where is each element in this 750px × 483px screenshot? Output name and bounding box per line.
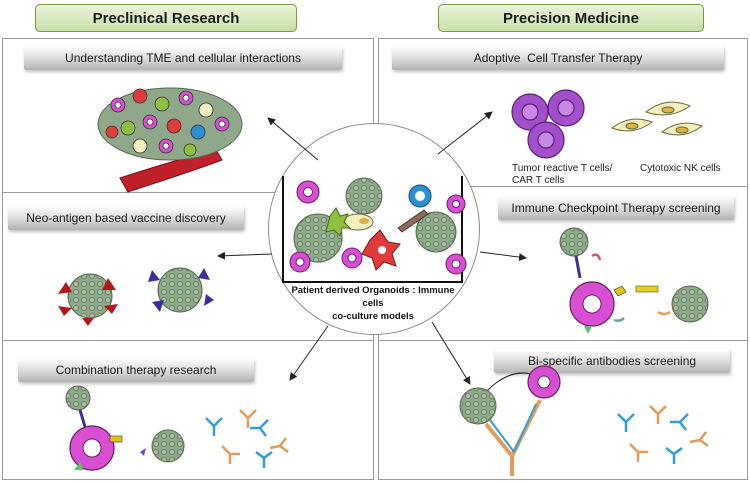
precision-medicine-header: Precision Medicine: [438, 4, 704, 32]
organoid: [559, 227, 589, 257]
neoantigen-illustration: [58, 267, 214, 326]
arrow-neoantigen: [217, 251, 273, 260]
tcell-caption-line2: CAR T cells: [512, 175, 565, 186]
arrow-tme: [267, 117, 319, 161]
arrows: [217, 111, 527, 385]
nk-caption: Cytotoxic NK cells: [640, 163, 721, 174]
center-caption-line1: Patient derived Organoids : Immune cells: [291, 285, 455, 309]
neoantigen-banner: Neo-antigen based vaccine discovery: [8, 206, 244, 230]
arrow-adoptive: [437, 111, 493, 155]
organoid: [151, 429, 185, 463]
tme-banner: Understanding TME and cellular interacti…: [24, 46, 342, 70]
center-caption-line2: co-culture models: [332, 311, 414, 322]
antibodies-right: [617, 405, 709, 464]
center-caption: Patient derived Organoids : Immune cells…: [288, 284, 458, 323]
adoptive-banner: Adoptive Cell Transfer Therapy: [392, 46, 724, 70]
organoid: [345, 177, 383, 215]
blue-antigen-triangles: [148, 268, 214, 312]
combination-banner: Combination therapy research: [18, 358, 254, 382]
organoid: [157, 267, 203, 313]
organoid: [415, 211, 457, 253]
combination-illustration: [65, 385, 185, 471]
organoid: [67, 273, 113, 319]
checkpoint-illustration: [559, 227, 709, 334]
organoid: [671, 285, 709, 323]
arrow-bispecific: [431, 321, 471, 385]
arrow-combination: [289, 325, 329, 381]
tcell-caption-line1: Tumor reactive T cells/: [512, 163, 613, 174]
adoptive-illustration: [511, 89, 704, 159]
checkpoint-banner: Immune Checkpoint Therapy screening: [498, 196, 734, 220]
organoid: [459, 387, 497, 425]
blood-vessel: [119, 147, 223, 193]
red-antigen-triangles: [58, 278, 118, 326]
coculture-well: [282, 176, 467, 283]
bispecific-illustration: [459, 365, 561, 476]
dendritic-cell: [325, 207, 352, 237]
antibodies-left: [205, 409, 289, 468]
tme-illustration: [97, 87, 243, 193]
bispecific-banner: Bi-specific antibodies screening: [494, 349, 730, 373]
preclinical-research-header: Preclinical Research: [35, 4, 297, 32]
arrow-checkpoint: [479, 251, 527, 262]
fibroblast: [397, 209, 429, 233]
